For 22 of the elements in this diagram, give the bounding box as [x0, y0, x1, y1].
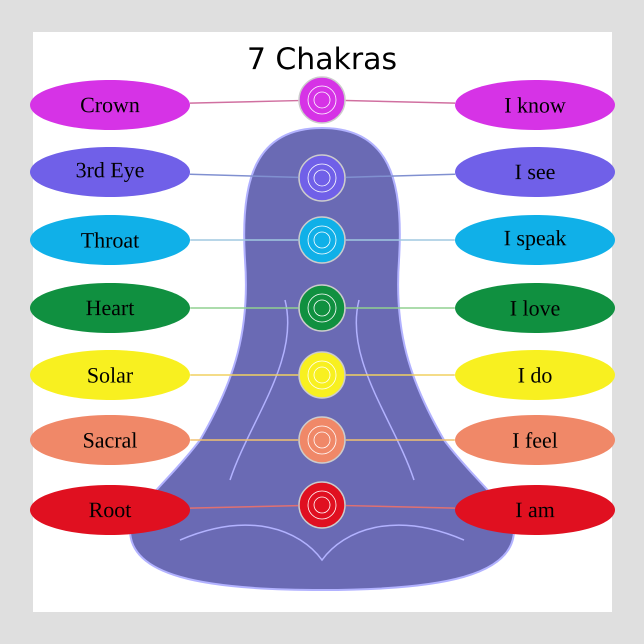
connector-line [346, 307, 455, 309]
connector-line [190, 174, 298, 178]
chakra-symbol [298, 76, 346, 124]
chakra-symbol [298, 154, 346, 202]
chakra-symbol [298, 284, 346, 332]
chakra-symbol [298, 351, 346, 399]
connector-line [190, 439, 298, 441]
chakra-symbol [298, 216, 346, 264]
title: 7 Chakras [249, 46, 396, 70]
connector-line [190, 239, 298, 241]
connector-line [190, 307, 298, 309]
chakra-symbol [298, 481, 346, 529]
connector-line [190, 504, 298, 509]
connector-line [190, 100, 298, 104]
connector-line [346, 504, 456, 509]
connector-line [346, 374, 455, 376]
connector-line [346, 239, 455, 241]
chakra-symbol [298, 416, 346, 464]
connector-line [190, 374, 298, 376]
connector-line [346, 439, 455, 441]
connector-line [346, 100, 456, 104]
connector-line [346, 174, 456, 178]
